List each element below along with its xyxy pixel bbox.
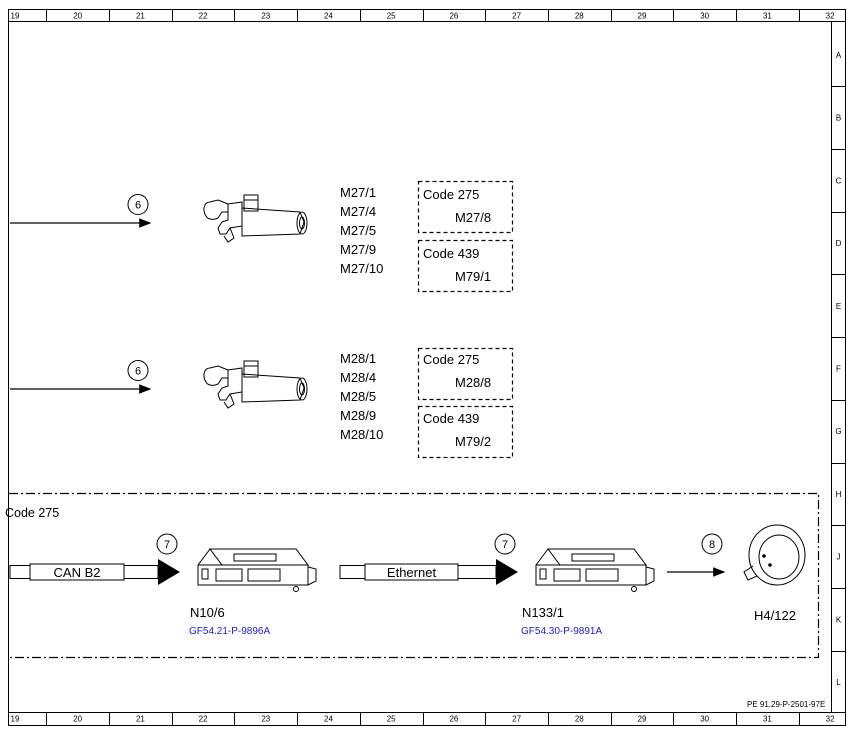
row-letter: K [836, 615, 842, 624]
drawing-frame [8, 9, 846, 726]
motor-label: M27/4 [340, 204, 376, 219]
column-number: 19 [11, 12, 20, 21]
reference-circle[interactable]: 6 [127, 360, 149, 381]
column-number: 23 [261, 715, 270, 724]
column-number: 25 [387, 715, 396, 724]
motor-label: M27/5 [340, 223, 376, 238]
bus-label: CAN B2 [54, 565, 101, 580]
motor-label: M28/4 [340, 370, 376, 385]
column-number: 28 [575, 715, 584, 724]
document-link[interactable]: GF54.21-P-9896A [189, 626, 270, 637]
motor-label: M28/1 [340, 351, 376, 366]
unit-label: H4/122 [754, 608, 796, 623]
row-letter: A [836, 51, 842, 60]
svg-text:7: 7 [164, 539, 170, 551]
svg-text:M27/8: M27/8 [455, 210, 491, 225]
column-number: 20 [73, 12, 82, 21]
row-ruler-right: A B C D E F G H J K L [831, 51, 846, 687]
svg-text:M79/2: M79/2 [455, 434, 491, 449]
column-number: 24 [324, 12, 333, 21]
column-number: 23 [261, 12, 270, 21]
svg-text:M79/1: M79/1 [455, 269, 491, 284]
bus-label: Ethernet [387, 565, 437, 580]
document-reference: PE 91.29-P-2501-97E [747, 700, 825, 709]
column-ruler-top: 19 20 21 22 23 24 25 26 27 28 29 30 31 32 [11, 9, 835, 21]
svg-text:Code 439: Code 439 [423, 411, 479, 426]
column-number: 31 [763, 12, 772, 21]
column-number: 29 [638, 715, 647, 724]
row-letter: E [836, 302, 841, 311]
row-letter: F [836, 365, 841, 374]
svg-text:7: 7 [502, 539, 508, 551]
column-number: 21 [136, 715, 145, 724]
column-number: 32 [826, 12, 835, 21]
actuator-motor-icon [203, 360, 308, 409]
column-number: 19 [11, 715, 20, 724]
motor-label: M28/5 [340, 389, 376, 404]
column-number: 22 [199, 715, 208, 724]
column-number: 27 [512, 715, 521, 724]
option-box-code-275: Code 275 M28/8 [417, 347, 514, 401]
speaker-icon [743, 524, 806, 586]
column-number: 25 [387, 12, 396, 21]
column-number: 30 [700, 12, 709, 21]
reference-circle[interactable]: 6 [127, 194, 149, 215]
column-number: 26 [449, 715, 458, 724]
row-letter: B [836, 114, 841, 123]
svg-text:6: 6 [135, 200, 141, 212]
row-letter: G [835, 427, 841, 436]
reference-circle[interactable]: 8 [701, 533, 723, 555]
motor-label: M28/9 [340, 408, 376, 423]
row-letter: D [836, 239, 842, 248]
motor-label: M27/10 [340, 261, 383, 276]
svg-text:Code 439: Code 439 [423, 246, 479, 261]
motor-group-m28: 6 M28/1 M28/4 M28/5 M28/9 M28/10 Code 27… [10, 347, 514, 459]
code-275-section: Code 275 CAN B2 7 N10/6 GF54.21-P-9896A [5, 492, 820, 659]
unit-label: N10/6 [190, 605, 225, 620]
column-ruler-bottom: 19 20 21 22 23 24 25 26 27 28 29 30 31 32 [11, 712, 835, 725]
motor-label-list: M27/1 M27/4 M27/5 M27/9 M27/10 [340, 185, 383, 276]
motor-label: M27/1 [340, 185, 376, 200]
option-box-code-439: Code 439 M79/2 [417, 405, 514, 459]
row-letter: H [836, 490, 842, 499]
column-number: 28 [575, 12, 584, 21]
column-number: 22 [199, 12, 208, 21]
row-letter: L [836, 678, 841, 687]
column-number: 27 [512, 12, 521, 21]
svg-text:6: 6 [135, 366, 141, 378]
motor-label: M27/9 [340, 242, 376, 257]
reference-circle[interactable]: 7 [494, 533, 516, 555]
control-unit-icon [535, 548, 655, 592]
column-number: 26 [449, 12, 458, 21]
control-unit-icon [197, 548, 317, 592]
document-link[interactable]: GF54.30-P-9891A [521, 626, 602, 637]
ethernet-bus-arrow: Ethernet [339, 559, 518, 585]
column-number: 20 [73, 715, 82, 724]
row-letter: C [836, 176, 842, 185]
motor-label: M28/10 [340, 427, 383, 442]
actuator-motor-icon [203, 194, 308, 243]
row-letter: J [837, 553, 841, 562]
column-number: 32 [826, 715, 835, 724]
column-number: 31 [763, 715, 772, 724]
column-number: 24 [324, 715, 333, 724]
unit-label: N133/1 [522, 605, 564, 620]
option-box-code-439: Code 439 M79/1 [417, 239, 514, 293]
can-b2-bus-arrow: CAN B2 [9, 559, 180, 585]
svg-text:Code 275: Code 275 [423, 352, 479, 367]
svg-text:8: 8 [709, 539, 715, 551]
svg-text:M28/8: M28/8 [455, 375, 491, 390]
svg-text:Code 275: Code 275 [423, 187, 479, 202]
column-number: 29 [638, 12, 647, 21]
column-number: 30 [700, 715, 709, 724]
column-number: 21 [136, 12, 145, 21]
motor-label-list: M28/1 M28/4 M28/5 M28/9 M28/10 [340, 351, 383, 442]
section-code-label: Code 275 [5, 506, 59, 520]
motor-group-m27: 6 M27/1 M27/4 M27/5 M27/9 M27/10 Code 27… [10, 180, 514, 293]
reference-circle[interactable]: 7 [156, 533, 178, 555]
option-box-code-275: Code 275 M27/8 [417, 180, 514, 234]
